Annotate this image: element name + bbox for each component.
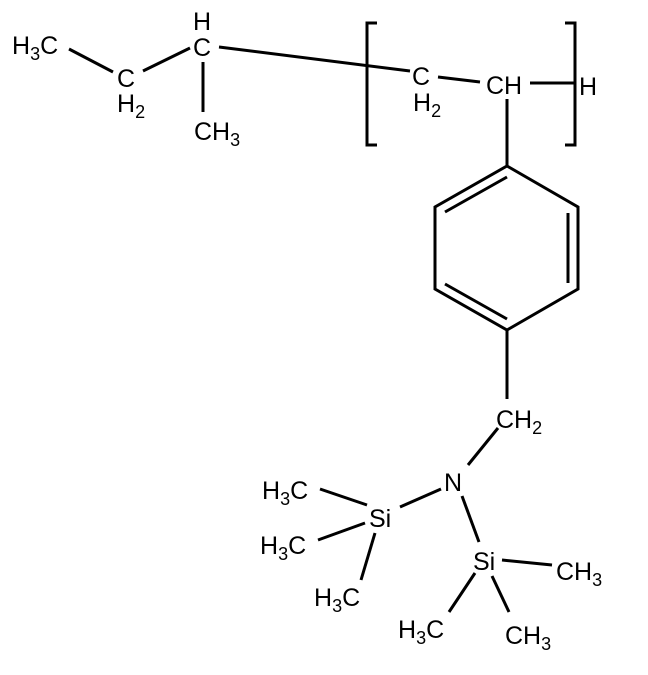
label-end-branch-methyl: CH3 — [194, 118, 240, 150]
ring-double-bond-upper-left — [444, 175, 508, 214]
label-si-left-methyl-mid: H3C — [260, 532, 306, 564]
label-end-methylene-c: C — [117, 65, 135, 93]
bracket-left — [365, 21, 377, 147]
label-end-methyl: H3C — [12, 32, 58, 64]
label-end-methine-c: C — [193, 34, 211, 62]
ring-outline — [433, 164, 580, 332]
bond-si-left-methyl-top — [319, 487, 368, 507]
bond-si-right-methyl-right — [501, 558, 553, 567]
ring-double-bond-lower-left — [444, 282, 508, 321]
bond-si-left-methyl-mid — [317, 521, 366, 542]
bond-nitrogen-si-right — [460, 495, 481, 543]
bond-si-left-methyl-bottom — [359, 532, 377, 581]
side-chain: CH2 N Si H3C H3C H3C Si CH3 H3C CH3 — [260, 330, 602, 654]
label-benzyl-ch2: CH2 — [496, 406, 542, 438]
label-terminal-h: H — [579, 73, 597, 101]
label-backbone-methylene-c: C — [412, 63, 430, 91]
backbone: C H2 CH H — [412, 63, 597, 166]
label-si-right-methyl-right: CH3 — [556, 558, 602, 590]
bond-benzyl-nitrogen — [466, 427, 500, 466]
label-si-left-methyl-top: H3C — [262, 477, 308, 509]
label-si-right-methyl-lower-left: H3C — [398, 616, 444, 648]
bond-methylene-methine-backbone — [437, 75, 481, 84]
benzene-ring — [433, 164, 580, 332]
label-end-methylene-h2: H2 — [117, 90, 145, 122]
bond-methylene-methine — [142, 46, 191, 73]
bond-methyl-methylene — [68, 47, 114, 74]
label-backbone-methylene-h2: H2 — [413, 89, 441, 121]
bond-si-right-methyl-lower-right — [490, 575, 511, 613]
bond-si-right-methyl-lower-left — [447, 572, 477, 613]
label-si-left-methyl-bottom: H3C — [314, 584, 360, 616]
end-group: H3C C H2 H C CH3 — [12, 8, 411, 150]
bond-nitrogen-si-left — [399, 487, 442, 509]
bond-end-to-backbone — [218, 45, 411, 73]
label-si-left: Si — [369, 505, 391, 533]
label-backbone-methine: CH — [486, 72, 522, 100]
label-nitrogen: N — [444, 469, 462, 497]
label-end-methine-h: H — [193, 8, 211, 36]
label-si-right-methyl-lower-right: CH3 — [505, 622, 551, 654]
label-si-right: Si — [473, 548, 495, 576]
